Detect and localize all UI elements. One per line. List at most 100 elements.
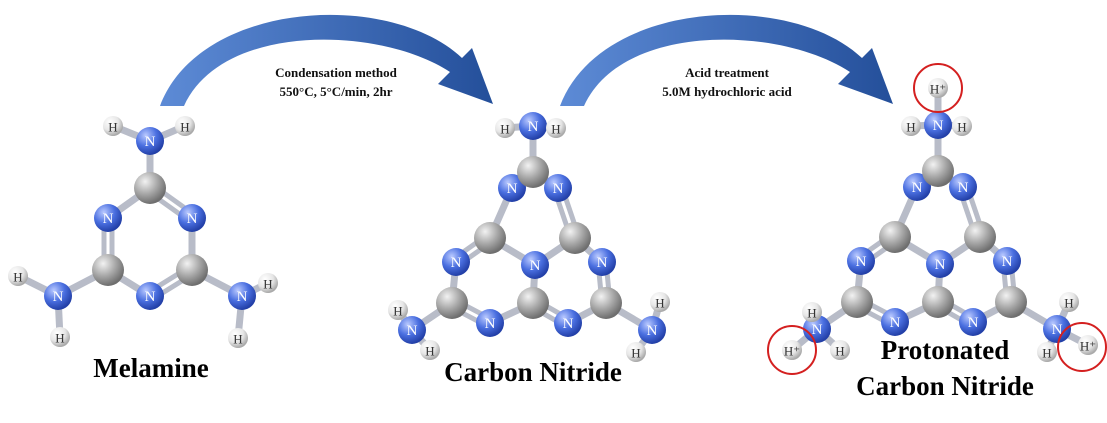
step-1-line-2: 550°C, 5°C/min, 2hr <box>280 84 393 99</box>
melamine-nitrogen-atom-label-8: N <box>237 289 248 305</box>
protonated-cn-hydrogen-atom-21 <box>782 340 802 360</box>
carbon-nitride-caption: Carbon Nitride <box>444 357 622 387</box>
carbon-nitride-carbon-atom-8 <box>436 287 468 319</box>
protonated-cn-hydrogen-atom-label-22: H <box>1064 296 1073 311</box>
carbon-nitride-hydrogen-atom-label-19: H <box>425 344 434 359</box>
carbon-nitride-nitrogen-atom-label-10: N <box>597 255 608 271</box>
carbon-nitride-nitrogen-atom-14 <box>398 316 426 344</box>
protonated-cn-nitrogen-atom-label-15: N <box>1052 322 1063 338</box>
carbon-nitride-nitrogen-atom-4 <box>498 174 526 202</box>
reaction-arrow-1 <box>160 14 493 106</box>
carbon-nitride-nitrogen-atom-label-9: N <box>485 316 496 332</box>
carbon-nitride-hydrogen-atom-20 <box>650 292 670 312</box>
melamine-nitrogen-atom-7 <box>44 282 72 310</box>
carbon-nitride-nitrogen-atom-label-12: N <box>563 316 574 332</box>
protonated-cn-nitrogen-atom-label-13: N <box>933 118 944 134</box>
carbon-nitride-hydrogen-atom-16 <box>495 118 515 138</box>
step-2-conditions: Acid treatment 5.0M hydrochloric acid <box>662 65 792 99</box>
step-2-line-2: 5.0M hydrochloric acid <box>662 84 792 99</box>
melamine-nitrogen-atom-3 <box>94 204 122 232</box>
carbon-nitride-hydrogen-atom-17 <box>546 118 566 138</box>
protonated-caption-line-2: Carbon Nitride <box>856 371 1034 401</box>
protonated-cn-hydrogen-atom-19 <box>802 302 822 322</box>
carbon-nitride-nitrogen-atom-13 <box>519 112 547 140</box>
protonated-cn-nitrogen-atom-0 <box>926 250 954 278</box>
protonated-cn-highlight-circle-2 <box>1057 322 1107 372</box>
carbon-nitride-hydrogen-atom-label-20: H <box>655 296 664 311</box>
protonated-cn-nitrogen-atom-4 <box>903 173 931 201</box>
protonated-cn-highlight-circle-1 <box>767 325 817 375</box>
carbon-nitride-carbon-atom-3 <box>517 287 549 319</box>
protonated-cn-hydrogen-atom-label-23: H <box>1042 346 1051 361</box>
carbon-nitride-nitrogen-atom-label-14: N <box>407 323 418 339</box>
carbon-nitride-hydrogen-atom-21 <box>626 342 646 362</box>
carbon-nitride-carbon-atom-11 <box>590 287 622 319</box>
carbon-nitride-hydrogen-atom-label-16: H <box>500 122 509 137</box>
protonated-cn-nitrogen-atom-label-0: N <box>935 257 946 273</box>
melamine-hydrogen-atom-9 <box>103 116 123 136</box>
protonated-cn-nitrogen-atom-12 <box>959 308 987 336</box>
carbon-nitride-nitrogen-atom-9 <box>476 309 504 337</box>
reaction-arrow-2 <box>560 14 893 106</box>
protonated-cn-hydrogen-atom-24 <box>1078 335 1098 355</box>
protonated-cn-nitrogen-atom-10 <box>993 247 1021 275</box>
carbon-nitride-nitrogen-atom-label-13: N <box>528 119 539 135</box>
carbon-nitride-nitrogen-atom-label-7: N <box>451 255 462 271</box>
melamine-nitrogen-atom-6 <box>136 127 164 155</box>
protonated-cn-hydrogen-atom-label-19: H <box>807 306 816 321</box>
carbon-nitride-hydrogen-atom-18 <box>388 300 408 320</box>
protonated-cn-hydrogen-atom-label-24: H⁺ <box>1080 339 1096 354</box>
protonated-cn-highlight-circle-0 <box>913 63 963 113</box>
protonated-cn-nitrogen-atom-label-10: N <box>1002 254 1013 270</box>
melamine-hydrogen-atom-label-10: H <box>180 120 189 135</box>
carbon-nitride-nitrogen-atom-12 <box>554 309 582 337</box>
protonated-cn-hydrogen-atom-20 <box>830 340 850 360</box>
step-1-conditions: Condensation method 550°C, 5°C/min, 2hr <box>275 65 397 99</box>
melamine-nitrogen-atom-5 <box>136 282 164 310</box>
melamine-nitrogen-atom-label-7: N <box>53 289 64 305</box>
protonated-cn-highlights <box>767 63 1107 375</box>
protonated-cn-nitrogen-atom-label-9: N <box>890 315 901 331</box>
protonated-cn-nitrogen-atom-9 <box>881 308 909 336</box>
melamine-hydrogen-atom-label-13: H <box>263 277 272 292</box>
melamine-nitrogen-atom-label-3: N <box>103 211 114 227</box>
protonated-cn-nitrogen-atom-label-12: N <box>968 315 979 331</box>
melamine-carbon-atom-2 <box>176 254 208 286</box>
protonated-cn-hydrogen-atom-label-16: H <box>906 120 915 135</box>
protonated-cn-nitrogen-atom-5 <box>949 173 977 201</box>
protonated-cn-hydrogen-atom-22 <box>1059 292 1079 312</box>
melamine-hydrogen-atom-label-11: H <box>13 270 22 285</box>
step-1-line-1: Condensation method <box>275 65 397 80</box>
protonated-cn-hydrogen-atom-label-17: H <box>957 120 966 135</box>
protonated-cn-hydrogen-atom-label-21: H⁺ <box>784 344 800 359</box>
carbon-nitride-nitrogen-atom-label-0: N <box>530 258 541 274</box>
melamine-hydrogen-atom-12 <box>50 327 70 347</box>
step-2-line-1: Acid treatment <box>685 65 770 80</box>
carbon-nitride-nitrogen-atom-label-4: N <box>507 181 518 197</box>
melamine-hydrogen-atom-13 <box>258 273 278 293</box>
protonated-cn-nitrogen-atom-label-14: N <box>812 322 823 338</box>
carbon-nitride-hydrogen-atom-19 <box>420 340 440 360</box>
protonated-cn-carbon-atom-1 <box>879 221 911 253</box>
protonated-cn-carbon-atom-8 <box>841 286 873 318</box>
melamine-hydrogen-atom-label-9: H <box>108 120 117 135</box>
protonated-cn-hydrogen-atom-16 <box>901 116 921 136</box>
protonated-cn-nitrogen-atom-14 <box>803 315 831 343</box>
protonated-cn-carbon-atom-6 <box>922 155 954 187</box>
carbon-nitride-hydrogen-atom-label-17: H <box>551 122 560 137</box>
melamine-caption: Melamine <box>93 353 208 383</box>
protonated-cn-nitrogen-atom-label-5: N <box>958 180 969 196</box>
protonated-cn-carbon-atom-2 <box>964 221 996 253</box>
melamine-nitrogen-atom-4 <box>178 204 206 232</box>
protonated-cn-hydrogen-atom-17 <box>952 116 972 136</box>
melamine-nitrogen-atom-8 <box>228 282 256 310</box>
carbon-nitride-nitrogen-atom-7 <box>442 248 470 276</box>
carbon-nitride-nitrogen-atom-5 <box>544 174 572 202</box>
